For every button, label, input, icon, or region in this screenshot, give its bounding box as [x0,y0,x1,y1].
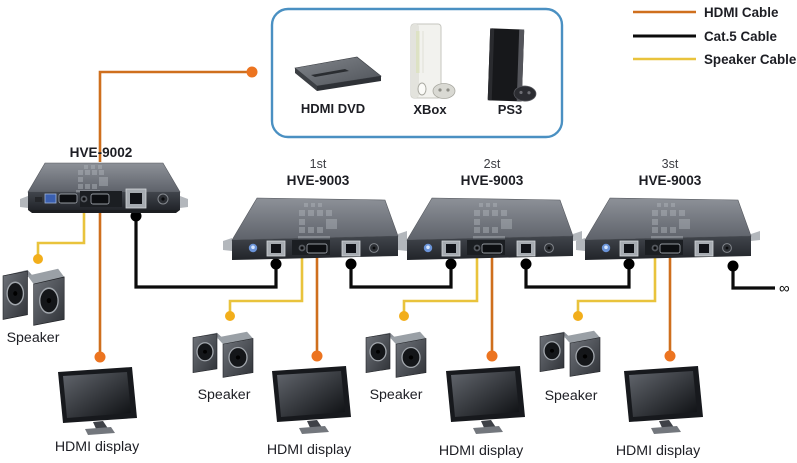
hdmi-display-label: HDMI display [55,439,140,455]
receiver3: 3st HVE-9003 [575,157,761,261]
legend-label-hdmi-cable: HDMI Cable [704,5,778,20]
speaker-label: Speaker [370,387,423,403]
receiver3-device-icon [575,197,761,261]
receiver3-ordinal: 3st [662,157,679,171]
hdmi-connector-dot [246,66,258,78]
hdmi-connector-dot [486,350,498,362]
cable-cat5-receiver1-receiver2 [349,264,453,289]
cat5-connector-dot [520,258,532,270]
cat5-connector-dot [727,260,739,272]
source-box: HDMI DVD XBox PS3 [270,7,564,139]
receiver3-label: HVE-9003 [639,173,702,188]
speaker-connector-dot [33,254,43,264]
receiver1-label: HVE-9003 [287,173,350,188]
transmitter-device-icon [20,162,188,213]
hdmi-display-icon [58,367,137,435]
cable-speaker-transmitter [36,211,86,256]
cat5-connector-dot [623,258,635,270]
xbox-label: XBox [413,102,447,117]
receiver1: 1st HVE-9003 [222,157,408,261]
receiver2: 2st HVE-9003 [397,157,583,261]
cable-cat5-receiver2-receiver3 [524,264,631,289]
infinity-symbol: ∞ [779,280,790,297]
speaker-icon [2,267,65,327]
hdmi-connector-dot [664,350,676,362]
speaker-icon [192,331,254,379]
speaker-connector-dot [399,311,409,321]
hdmi-connector-dot [311,350,323,362]
speaker-label: Speaker [7,330,60,346]
receiver2-device-icon [397,197,583,261]
speaker-connector-dot [225,311,235,321]
speaker-label: Speaker [545,388,598,404]
legend: HDMI Cable Cat.5 Cable Speaker Cable [633,5,796,67]
cat5-connector-dot [270,258,282,270]
transmitter-label: HVE-9002 [70,145,133,160]
xbox-icon [410,23,456,99]
cable-hdmi-source-to-transmitter [98,70,252,162]
receiver2-label: HVE-9003 [461,173,524,188]
hdmi-display-icon [624,366,703,434]
hdmi-dvd-label: HDMI DVD [301,101,365,116]
cat5-connector-dot [345,258,357,270]
hdmi-display-label: HDMI display [267,442,352,458]
receiver1-ordinal: 1st [310,157,327,171]
cat5-connector-dot [445,258,457,270]
speaker-icon [539,330,601,378]
receiver1-device-icon [222,197,408,261]
speaker-label: Speaker [198,387,251,403]
hdmi-display-label: HDMI display [616,443,701,459]
hdmi-display-icon [446,366,525,434]
cable-speaker-receiver2 [402,256,479,313]
speaker-connector-dot [573,311,583,321]
hdmi-display-icon [272,366,351,434]
ps3-icon [487,28,537,102]
hdmi-display-label: HDMI display [439,443,524,459]
cable-speaker-receiver1 [228,256,304,313]
cable-cat5-receiver3-cascade [731,266,775,290]
speaker-icon [365,331,427,379]
receiver2-ordinal: 2st [484,157,501,171]
cable-speaker-receiver3 [576,256,657,313]
legend-label-speaker-cable: Speaker Cable [704,52,796,67]
cat5-connector-dot [130,210,142,222]
legend-label-cat5-cable: Cat.5 Cable [704,29,777,44]
ps3-label: PS3 [498,102,523,117]
cables [33,66,775,363]
hdmi-connector-dot [94,351,106,363]
cable-cat5-transmitter-receiver1 [134,216,278,289]
hdmi-dvd-icon [294,56,382,91]
